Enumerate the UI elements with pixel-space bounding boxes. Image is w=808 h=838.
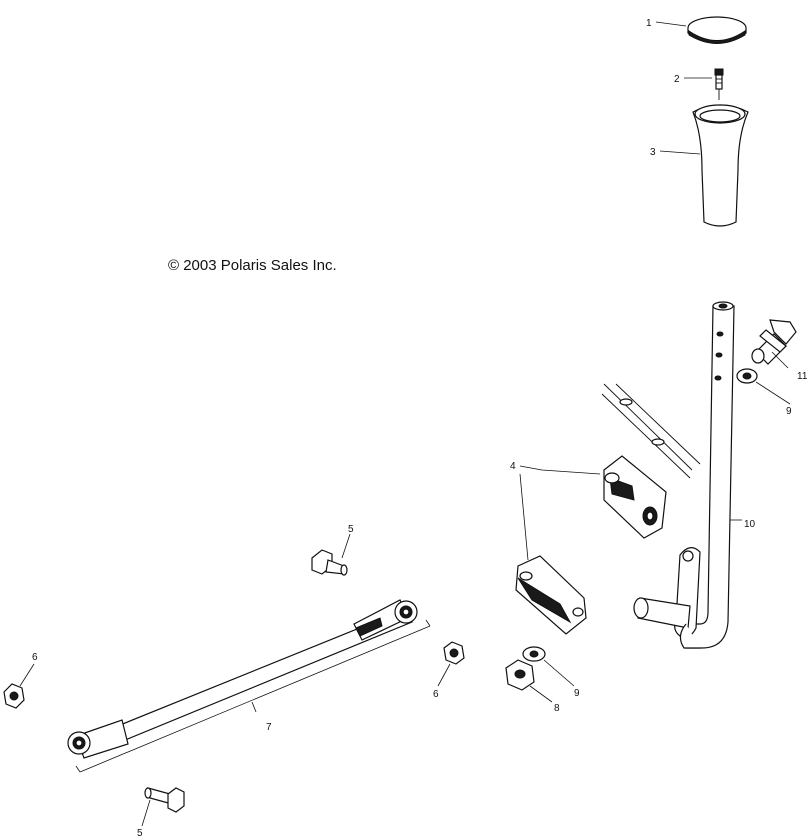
part-6-nut-center <box>443 641 465 665</box>
callout-5-upper: 5 <box>348 524 354 535</box>
callout-2: 2 <box>674 74 680 85</box>
part-11-flange-bolt <box>751 319 797 365</box>
callout-9-upper: 9 <box>786 406 792 417</box>
callout-6-left: 6 <box>32 652 38 663</box>
callout-8: 8 <box>554 703 560 714</box>
part-10-shift-lever <box>633 301 735 649</box>
callout-11: 11 <box>797 371 808 382</box>
callout-5-lower: 5 <box>137 828 143 838</box>
part-5-bolt-lower <box>144 787 185 813</box>
part-8-nut <box>505 659 535 691</box>
part-9-washer-lower <box>522 646 546 662</box>
leader-lines <box>19 21 791 827</box>
part-5-bolt-upper <box>311 549 348 576</box>
part-7-linkage-rod <box>67 599 431 773</box>
part-4-pivot-block-upper <box>603 455 667 539</box>
part-9-washer-upper <box>736 368 758 384</box>
callout-9-lower: 9 <box>574 688 580 699</box>
callout-6-center: 6 <box>433 689 439 700</box>
part-1-knob-cap <box>687 16 747 44</box>
callout-4: 4 <box>510 461 516 472</box>
callout-1: 1 <box>646 18 652 29</box>
callout-7: 7 <box>266 722 272 733</box>
part-4-pivot-block-lower <box>515 555 587 635</box>
part-2-set-screw <box>714 68 724 100</box>
mounting-panel-fragment <box>601 383 701 479</box>
callout-10: 10 <box>744 519 756 530</box>
part-6-nut-left <box>3 683 25 709</box>
callout-3: 3 <box>650 147 656 158</box>
copyright-notice: © 2003 Polaris Sales Inc. <box>168 257 337 274</box>
part-3-handle-grip <box>692 104 749 227</box>
